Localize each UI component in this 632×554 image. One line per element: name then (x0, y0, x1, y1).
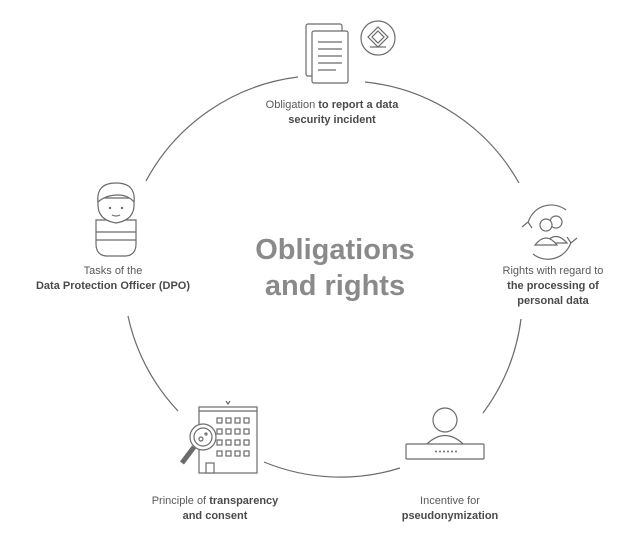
label-rights: Rights with regard to the processing of … (478, 264, 628, 309)
report-bold2: security incident (288, 114, 376, 126)
building-magnifier-icon (180, 400, 258, 474)
label-report-incident: Obligation to report a data security inc… (232, 98, 432, 128)
label-pseudonymization: Incentive for pseudonymization (370, 494, 530, 524)
document-icon (305, 23, 349, 84)
pseudo-bold1: pseudonymization (401, 510, 499, 522)
security-badge-icon (360, 20, 396, 56)
center-title-line2: and rights (264, 270, 406, 302)
label-transparency: Principle of transparency and consent (120, 494, 310, 524)
rights-bold2: personal data (517, 295, 589, 307)
cycle-ring (127, 76, 522, 478)
center-title: Obligations and rights (200, 232, 470, 304)
rights-pre: Rights with regard to (502, 265, 604, 277)
transparency-bold2: and consent (182, 510, 248, 522)
dpo-bold1: Data Protection Officer (DPO) (35, 280, 191, 292)
rights-bold1: the processing of (507, 280, 599, 292)
transparency-bold1: transparency (209, 495, 279, 507)
computer-user-icon (405, 407, 485, 460)
report-pre: Obligation (265, 99, 319, 111)
people-cycle-icon (521, 204, 578, 260)
pseudo-pre: Incentive for (420, 495, 480, 507)
report-bold1: to report a data (318, 99, 399, 111)
officer-icon (95, 182, 137, 257)
transparency-pre: Principle of (151, 495, 210, 507)
label-dpo: Tasks of the Data Protection Officer (DP… (8, 264, 218, 294)
center-title-line1: Obligations (255, 234, 415, 266)
dpo-pre: Tasks of the (83, 265, 143, 277)
